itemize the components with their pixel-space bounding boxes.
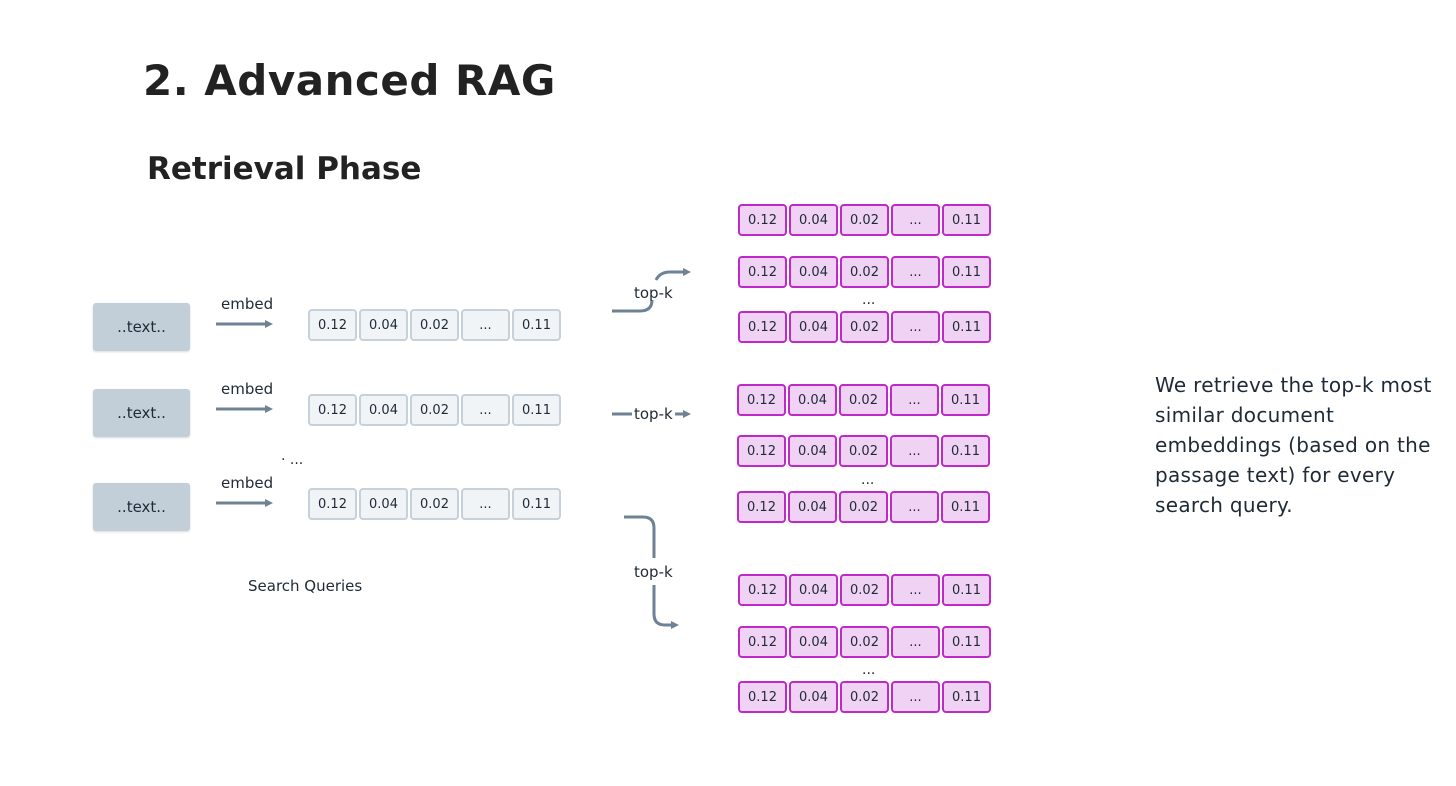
query-embedding-vector: 0.12 0.04 0.02 ... 0.11: [308, 309, 561, 341]
section-subtitle: Retrieval Phase: [147, 151, 422, 187]
vector-cell: ...: [891, 256, 940, 288]
vector-cell: 0.02: [840, 681, 889, 713]
vector-cell: 0.12: [737, 435, 786, 467]
vector-cell: 0.11: [942, 681, 991, 713]
vector-cell: 0.12: [738, 626, 787, 658]
documents-ellipsis: ...: [862, 292, 876, 308]
topk-arrow-up-head: [654, 268, 691, 281]
document-embedding-vector: 0.12 0.04 0.02 ... 0.11: [738, 311, 991, 343]
vector-cell: 0.02: [840, 574, 889, 606]
vector-cell: ...: [461, 488, 510, 520]
embed-label: embed: [221, 295, 274, 313]
vector-cell: 0.11: [942, 256, 991, 288]
vector-cell: 0.04: [789, 311, 838, 343]
topk-label: top-k: [634, 405, 673, 423]
vector-cell: 0.02: [839, 384, 888, 416]
topk-arrow-up: [612, 299, 654, 313]
vector-cell: 0.12: [738, 204, 787, 236]
vector-cell: 0.02: [840, 204, 889, 236]
vector-cell: ...: [891, 626, 940, 658]
vector-cell: 0.04: [789, 204, 838, 236]
document-embedding-vector: 0.12 0.04 0.02 ... 0.11: [737, 384, 990, 416]
vector-cell: 0.02: [839, 491, 888, 523]
topk-arrow-down-bottom: [652, 585, 679, 629]
page-title: 2. Advanced RAG: [143, 56, 556, 105]
vector-cell: ...: [891, 311, 940, 343]
vector-cell: 0.12: [308, 309, 357, 341]
vector-cell: 0.11: [942, 574, 991, 606]
vector-cell: 0.11: [512, 309, 561, 341]
vector-cell: 0.11: [941, 435, 990, 467]
vector-cell: 0.02: [410, 309, 459, 341]
document-embedding-vector: 0.12 0.04 0.02 ... 0.11: [738, 256, 991, 288]
query-text-box: ..text..: [93, 303, 190, 351]
topk-arrow-down-top: [624, 515, 656, 558]
vector-cell: ...: [890, 384, 939, 416]
vector-cell: 0.04: [788, 491, 837, 523]
vector-cell: 0.12: [738, 681, 787, 713]
vector-cell: ...: [461, 394, 510, 426]
vector-cell: 0.02: [839, 435, 888, 467]
vector-cell: 0.11: [941, 384, 990, 416]
vector-cell: ...: [891, 681, 940, 713]
vector-cell: 0.11: [942, 204, 991, 236]
document-embedding-vector: 0.12 0.04 0.02 ... 0.11: [737, 435, 990, 467]
search-queries-caption: Search Queries: [248, 577, 363, 595]
topk-label: top-k: [634, 563, 673, 581]
vector-cell: ...: [890, 435, 939, 467]
query-embedding-vector: 0.12 0.04 0.02 ... 0.11: [308, 488, 561, 520]
vector-cell: ...: [890, 491, 939, 523]
vector-cell: 0.12: [738, 311, 787, 343]
vector-cell: 0.11: [512, 394, 561, 426]
document-embedding-vector: 0.12 0.04 0.02 ... 0.11: [738, 574, 991, 606]
vector-cell: 0.11: [942, 626, 991, 658]
vector-cell: 0.04: [789, 574, 838, 606]
document-embedding-vector: 0.12 0.04 0.02 ... 0.11: [738, 681, 991, 713]
vector-cell: 0.12: [308, 394, 357, 426]
topk-label: top-k: [634, 284, 673, 302]
vector-cell: 0.12: [738, 256, 787, 288]
vector-cell: 0.04: [789, 626, 838, 658]
queries-ellipsis: · ...: [281, 452, 304, 468]
vector-cell: 0.02: [410, 488, 459, 520]
vector-cell: 0.11: [512, 488, 561, 520]
document-embedding-vector: 0.12 0.04 0.02 ... 0.11: [738, 626, 991, 658]
query-text-box: ..text..: [93, 389, 190, 437]
vector-cell: 0.04: [359, 394, 408, 426]
vector-cell: ...: [891, 574, 940, 606]
vector-cell: 0.11: [941, 491, 990, 523]
documents-ellipsis: ...: [861, 472, 875, 488]
vector-cell: 0.12: [737, 491, 786, 523]
query-text-box: ..text..: [93, 483, 190, 531]
vector-cell: ...: [891, 204, 940, 236]
vector-cell: 0.11: [942, 311, 991, 343]
vector-cell: 0.02: [840, 256, 889, 288]
vector-cell: 0.12: [737, 384, 786, 416]
embed-label: embed: [221, 474, 274, 492]
vector-cell: 0.02: [410, 394, 459, 426]
vector-cell: 0.12: [738, 574, 787, 606]
query-embedding-vector: 0.12 0.04 0.02 ... 0.11: [308, 394, 561, 426]
vector-cell: 0.04: [359, 488, 408, 520]
vector-cell: 0.04: [789, 256, 838, 288]
vector-cell: 0.04: [788, 435, 837, 467]
vector-cell: 0.04: [359, 309, 408, 341]
document-embedding-vector: 0.12 0.04 0.02 ... 0.11: [737, 491, 990, 523]
vector-cell: ...: [461, 309, 510, 341]
vector-cell: 0.02: [840, 626, 889, 658]
document-embedding-vector: 0.12 0.04 0.02 ... 0.11: [738, 204, 991, 236]
vector-cell: 0.12: [308, 488, 357, 520]
description-text: We retrieve the top-k most similar docum…: [1155, 373, 1432, 517]
vector-cell: 0.02: [840, 311, 889, 343]
documents-ellipsis: ...: [862, 662, 876, 678]
vector-cell: 0.04: [789, 681, 838, 713]
embed-label: embed: [221, 380, 274, 398]
vector-cell: 0.04: [788, 384, 837, 416]
